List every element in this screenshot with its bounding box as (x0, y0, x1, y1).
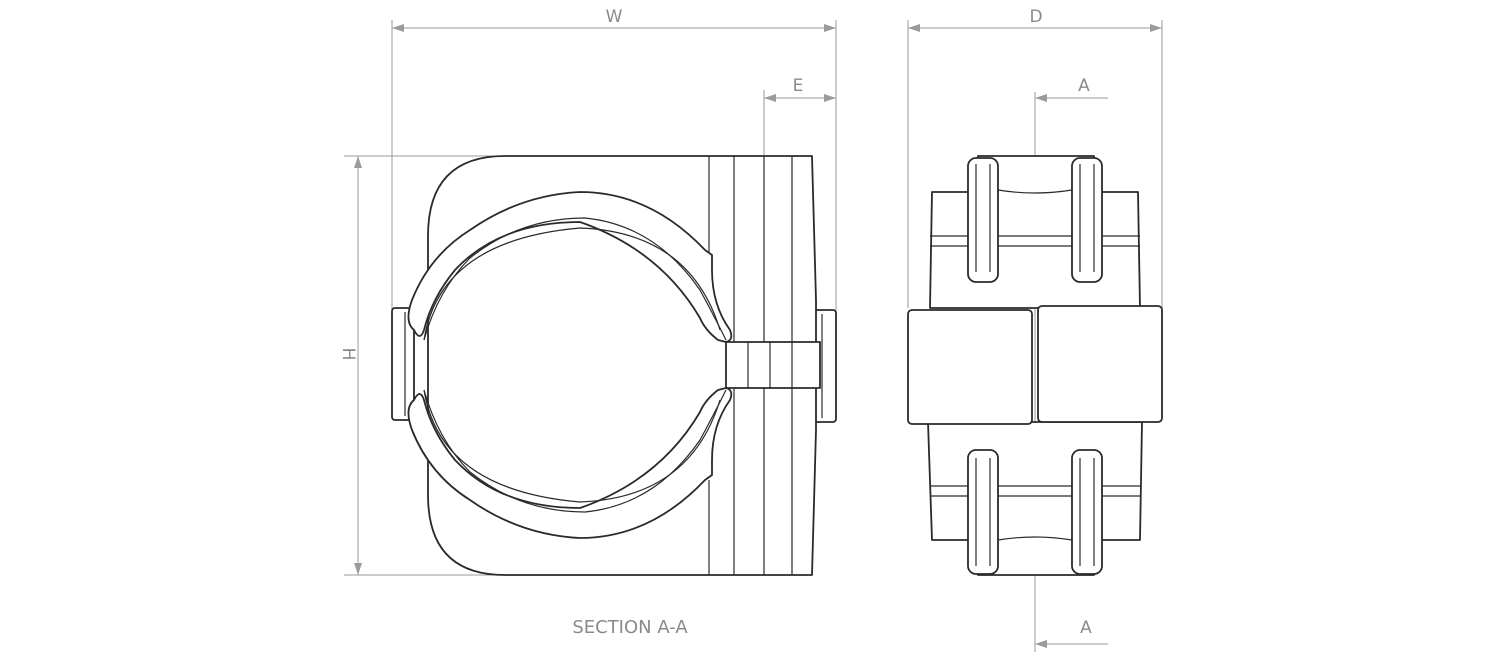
side-view (907, 155, 1163, 576)
section-caption: SECTION A-A (572, 617, 688, 638)
upper-housing (929, 155, 1141, 309)
lower-housing (927, 421, 1143, 576)
depth-label: D (1029, 7, 1042, 27)
left-tab (391, 307, 415, 421)
upper-jaw (407, 191, 733, 343)
upper-right-slot (1071, 157, 1103, 283)
section-top-label: A (1078, 76, 1090, 96)
lower-right-slot (1071, 449, 1103, 575)
middle-left-block (907, 309, 1033, 425)
height-label: H (338, 348, 358, 361)
clamp-body (427, 155, 817, 576)
middle-right-block (1037, 305, 1163, 423)
dimension-lines (344, 20, 1163, 652)
upper-left-slot (967, 157, 999, 283)
section-bottom-label: A (1080, 618, 1092, 638)
center-gap (725, 341, 821, 389)
lower-left-slot (967, 449, 999, 575)
lower-jaw (407, 387, 733, 539)
width-label: W (606, 7, 623, 27)
section-view (391, 155, 837, 576)
edge-label: E (793, 76, 804, 96)
